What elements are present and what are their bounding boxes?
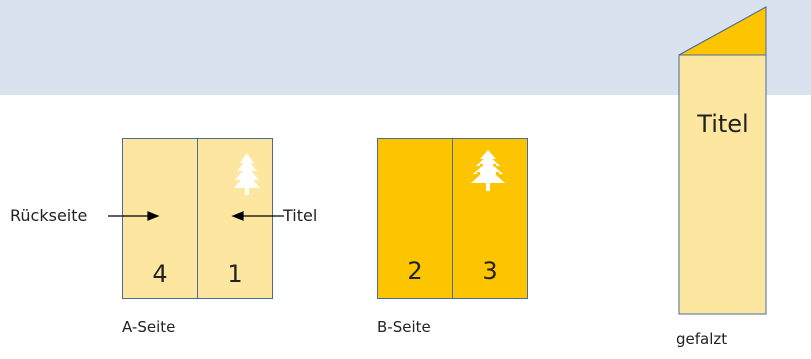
sheet-b-left-number: 2 (407, 257, 423, 285)
sheet-a-left-number: 4 (152, 260, 168, 288)
sheet-a-panel-left (122, 138, 198, 299)
tree-icon (471, 150, 505, 191)
tree-icon (234, 153, 260, 195)
sheet-a-caption: A-Seite (122, 318, 176, 336)
folded-title: Titel (697, 110, 749, 138)
folded-front (678, 54, 767, 315)
sheet-b-right-number: 3 (482, 257, 498, 285)
sheet-b-caption: B-Seite (377, 318, 431, 336)
title-label: Titel (283, 206, 318, 225)
arrow-to-title (231, 211, 284, 221)
sheet-a-right-number: 1 (227, 260, 243, 288)
sheet-b-panel-left (377, 138, 453, 299)
folded-caption: gefalzt (676, 330, 728, 348)
back-side-label: Rückseite (10, 206, 88, 225)
folded-flap-top (678, 6, 767, 56)
header-band (0, 0, 811, 95)
sheet-a-panel-right (197, 138, 273, 299)
arrow-to-back-side (108, 211, 160, 221)
